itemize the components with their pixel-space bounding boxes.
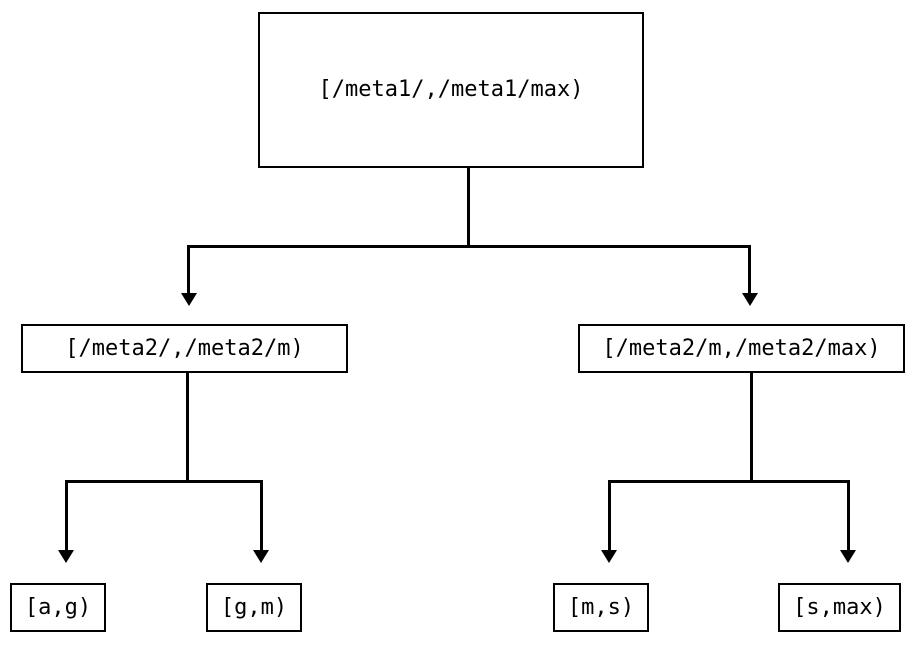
edge-mid-right-to-leaf4-drop — [847, 480, 850, 552]
edge-root-stem — [467, 168, 470, 247]
node-leaf-1[interactable]: [a,g) — [10, 583, 106, 632]
edge-root-bar — [187, 245, 751, 248]
edge-mid-right-stem — [750, 373, 753, 483]
arrowhead-to-mid-left — [181, 293, 197, 306]
node-mid-left[interactable]: [/meta2/,/meta2/m) — [21, 324, 348, 373]
node-leaf-3[interactable]: [m,s) — [553, 583, 649, 632]
node-mid-right[interactable]: [/meta2/m,/meta2/max) — [578, 324, 905, 373]
node-root-label: [/meta1/,/meta1/max) — [318, 77, 584, 102]
node-leaf-1-label: [a,g) — [24, 594, 92, 620]
arrowhead-to-leaf-1 — [58, 550, 74, 563]
edge-root-to-mid-left-drop — [187, 245, 190, 295]
arrowhead-to-leaf-3 — [601, 550, 617, 563]
edge-mid-left-to-leaf1-drop — [65, 480, 68, 552]
node-leaf-2[interactable]: [g,m) — [206, 583, 302, 632]
node-leaf-3-label: [m,s) — [567, 594, 635, 620]
node-root[interactable]: [/meta1/,/meta1/max) — [258, 12, 644, 168]
edge-mid-right-to-leaf3-drop — [608, 480, 611, 552]
edge-mid-left-to-leaf2-drop — [260, 480, 263, 552]
node-leaf-2-label: [g,m) — [220, 594, 288, 620]
arrowhead-to-mid-right — [742, 293, 758, 306]
node-leaf-4-label: [s,max) — [793, 594, 886, 620]
node-leaf-4[interactable]: [s,max) — [778, 583, 901, 632]
node-mid-left-label: [/meta2/,/meta2/m) — [65, 335, 304, 361]
arrowhead-to-leaf-4 — [840, 550, 856, 563]
node-mid-right-label: [/meta2/m,/meta2/max) — [602, 335, 881, 361]
edge-root-to-mid-right-drop — [748, 245, 751, 295]
edge-mid-left-stem — [186, 373, 189, 483]
arrowhead-to-leaf-2 — [253, 550, 269, 563]
edge-mid-left-bar — [65, 480, 263, 483]
edge-mid-right-bar — [608, 480, 850, 483]
